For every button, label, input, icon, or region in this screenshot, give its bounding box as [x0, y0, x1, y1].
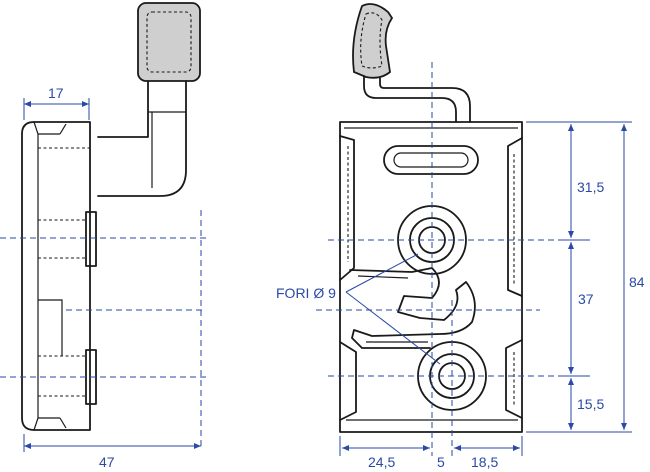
front-grip [352, 3, 394, 79]
spring-latch [349, 267, 476, 349]
dim-text-17: 17 [48, 85, 64, 101]
dim-text-84: 84 [629, 274, 645, 290]
holes-callout-label: FORI Ø 9 [276, 285, 336, 301]
side-upper-boss [85, 211, 97, 267]
dim-text-24-5: 24,5 [368, 454, 395, 470]
dim-text-5: 5 [437, 454, 445, 470]
dim-text-31-5: 31,5 [577, 179, 604, 195]
side-body [21, 121, 91, 431]
dim-text-37: 37 [578, 291, 594, 307]
dim-text-15-5: 15,5 [577, 396, 604, 412]
side-view: 17 47 [0, 2, 210, 470]
side-grip [137, 2, 201, 82]
side-arm-inner [97, 80, 149, 138]
front-arm-inner [379, 77, 471, 123]
dim-text-47: 47 [99, 454, 115, 470]
top-slot [383, 145, 479, 175]
front-body [339, 121, 523, 433]
front-arm-outer [363, 75, 457, 123]
side-arm-outer [97, 80, 187, 197]
front-view: FORI Ø 9 31,5 37 15,5 84 24, [276, 3, 645, 470]
dim-text-18-5: 18,5 [471, 454, 498, 470]
